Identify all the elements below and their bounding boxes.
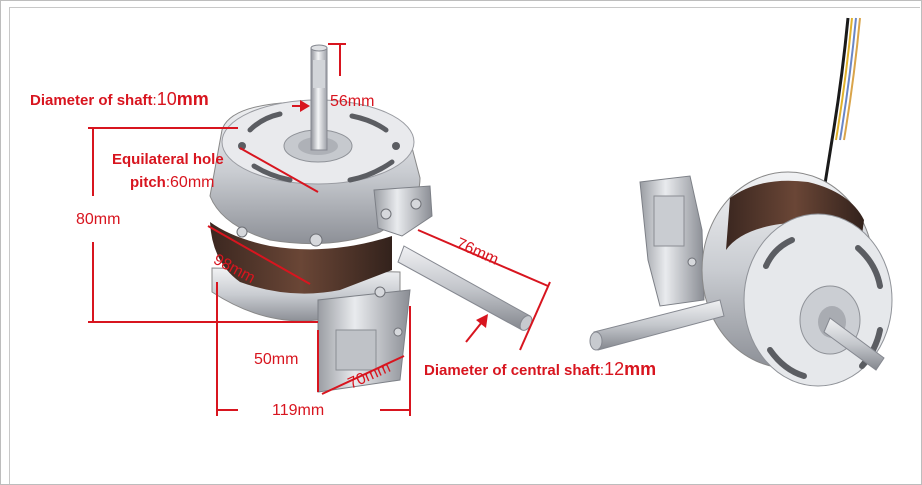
hole-pitch-line1: Equilateral hole [112,151,224,168]
bracket-height-label: 50mm [254,351,299,368]
shaft-diameter-value: 10 [156,89,177,109]
central-shaft-value: 12 [604,359,625,379]
dimension-lines [88,43,551,416]
hole-pitch-prefix: pitch [130,174,166,191]
left-motor-illustration [209,44,533,393]
shaft-diameter-unit: mm [176,89,209,109]
central-shaft-prefix: Diameter of central shaft [424,362,600,379]
central-shaft-diameter-label: Diameter of central shaft:12mm [424,360,656,379]
shaft-diameter-label: Diameter of shaft:10mm [30,90,209,109]
hole-pitch-line2: pitch:60mm [130,175,214,191]
overall-width-label: 119mm [272,402,325,419]
central-shaft-colon: : [599,362,605,379]
central-shaft-unit: mm [624,359,657,379]
shaft-diameter-colon: : [152,92,157,109]
image-frame-inner [9,7,920,484]
shaft-length-label: 56mm [330,93,375,110]
shaft-diameter-prefix: Diameter of shaft [30,92,153,109]
hole-pitch-value: 60mm [170,174,215,191]
hole-pitch-colon: : [165,174,171,191]
right-motor-illustration [589,17,893,387]
height-label: 80mm [76,211,121,228]
